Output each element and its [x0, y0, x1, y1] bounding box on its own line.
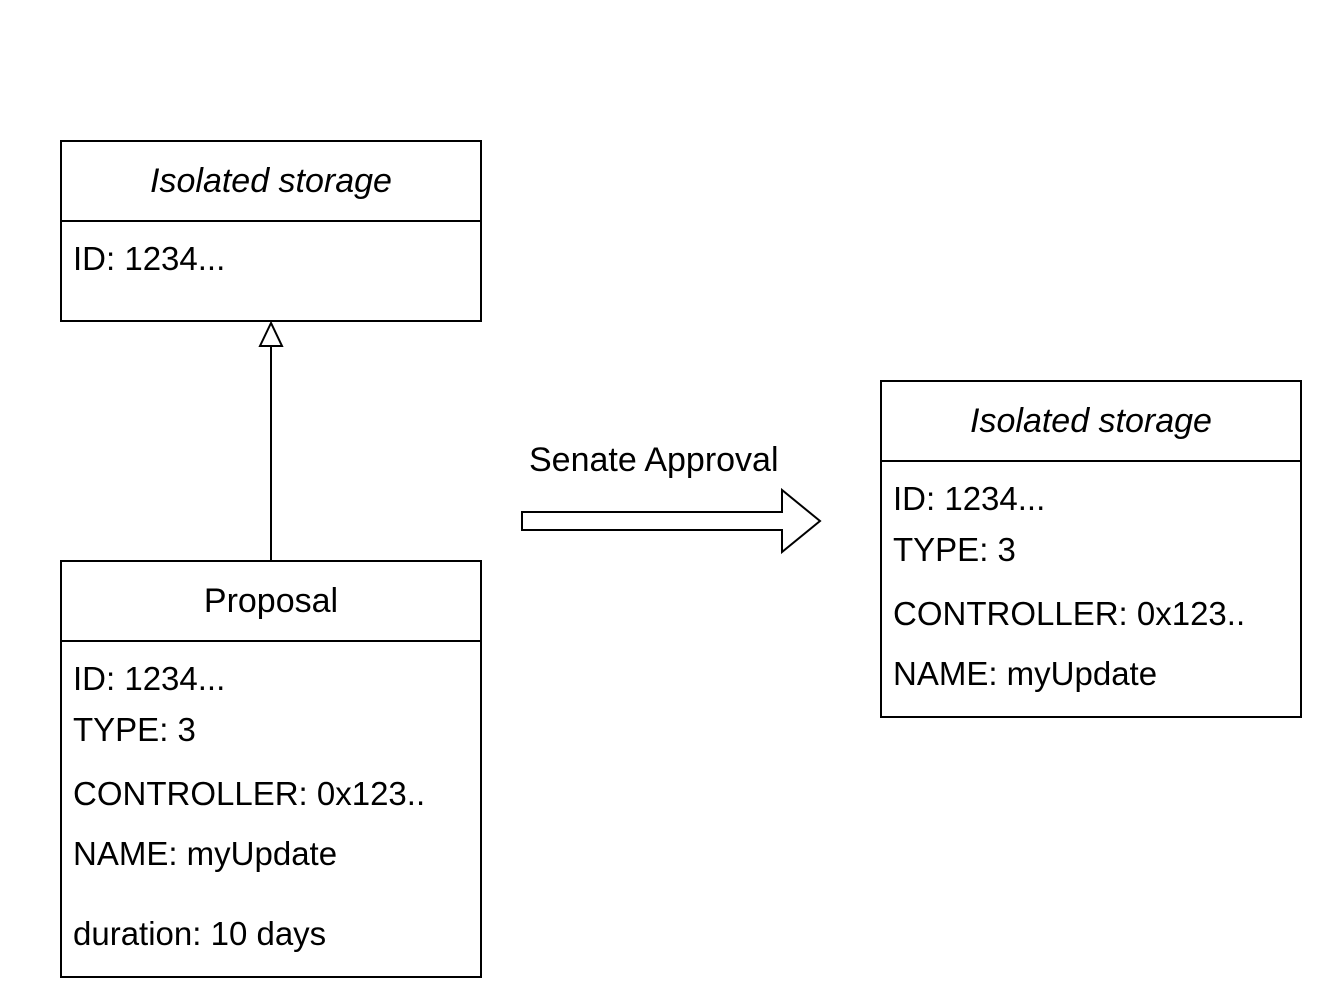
generalization-arrowhead-icon [258, 320, 284, 347]
storage-top-class[interactable]: Isolated storage ID: 1234... [60, 140, 482, 322]
storage-right-title: Isolated storage [882, 382, 1300, 462]
storage-right-attr-type: TYPE: 3 [893, 531, 1016, 568]
proposal-attr-type: TYPE: 3 [73, 711, 196, 748]
storage-right-attr-id: ID: 1234... [893, 480, 1046, 517]
proposal-attr-controller: CONTROLLER: 0x123.. [73, 775, 426, 812]
storage-right-class[interactable]: Isolated storage ID: 1234... TYPE: 3 CON… [880, 380, 1302, 718]
proposal-class[interactable]: Proposal ID: 1234... TYPE: 3 CONTROLLER:… [60, 560, 482, 978]
proposal-title: Proposal [62, 562, 480, 642]
storage-right-attr-name: NAME: myUpdate [893, 655, 1158, 692]
transition-block-arrow-icon[interactable] [521, 487, 822, 555]
storage-top-title: Isolated storage [62, 142, 480, 222]
proposal-attr-name: NAME: myUpdate [73, 835, 338, 872]
storage-top-attr-id: ID: 1234... [73, 240, 226, 277]
storage-right-attr-controller: CONTROLLER: 0x123.. [893, 595, 1246, 632]
transition-label: Senate Approval [529, 441, 779, 479]
proposal-attr-duration: duration: 10 days [73, 915, 327, 952]
proposal-attr-id: ID: 1234... [73, 660, 226, 697]
